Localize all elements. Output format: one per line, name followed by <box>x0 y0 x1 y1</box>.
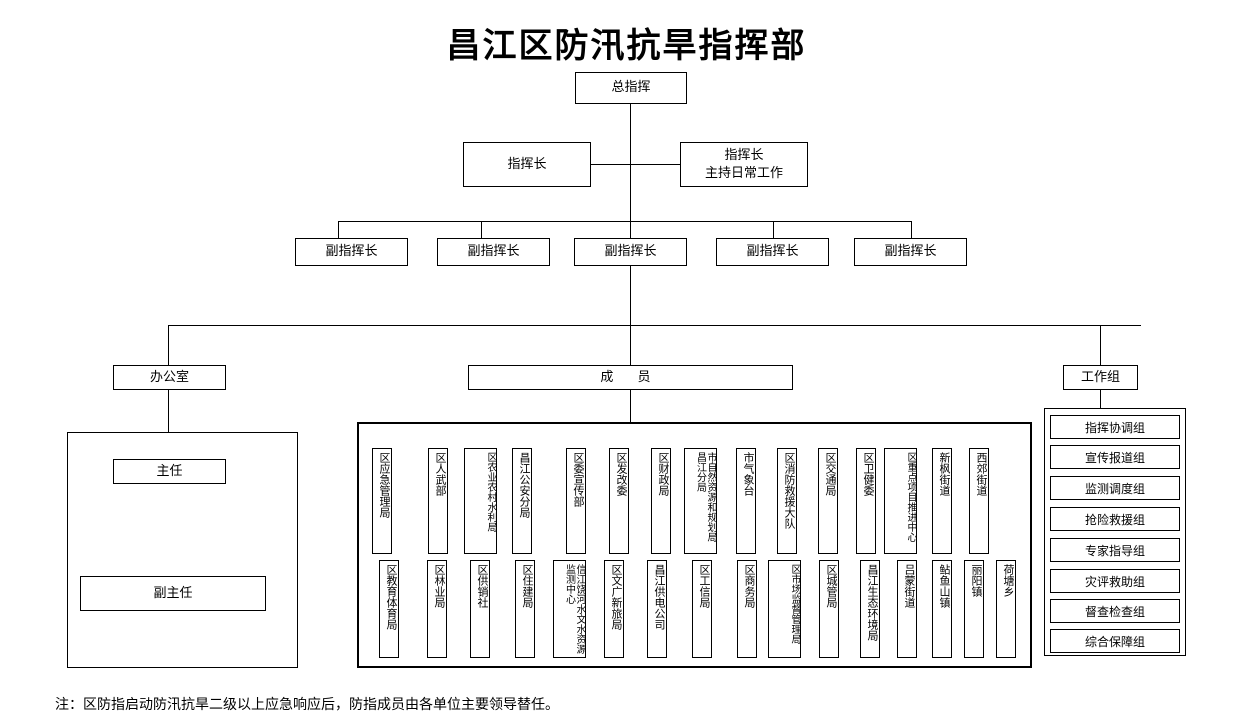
member-cell-r1-4[interactable]: 昌江公安分局 <box>512 448 532 554</box>
connector-section-leg-office <box>168 325 169 365</box>
box-deputy-1[interactable]: 副指挥长 <box>295 238 408 266</box>
box-deputy-3[interactable]: 副指挥长 <box>574 238 687 266</box>
workgroup-item-3[interactable]: 监测调度组 <box>1050 476 1180 500</box>
member-cell-r1-11[interactable]: 区交通局 <box>818 448 838 554</box>
section-header-office[interactable]: 办公室 <box>113 365 226 390</box>
connector-section-leg-members <box>630 325 631 365</box>
connector-chiefs-horizontal <box>591 164 680 165</box>
member-cell-r2-5[interactable]: 信江饶河水文水资源监测中心 <box>553 560 586 658</box>
connector-section-leg-workgroup <box>1100 325 1101 365</box>
connector-deputy-leg-2 <box>481 221 482 238</box>
connector-deputy-leg-5 <box>911 221 912 238</box>
member-cell-r2-7[interactable]: 昌江供电公司 <box>647 560 667 658</box>
workgroup-item-1[interactable]: 指挥协调组 <box>1050 415 1180 439</box>
member-cell-r2-2[interactable]: 区林业局 <box>427 560 447 658</box>
member-cell-r2-14[interactable]: 鲇鱼山镇 <box>932 560 952 658</box>
member-cell-r1-3[interactable]: 区农业农村水利局 <box>464 448 497 554</box>
member-cell-r1-8[interactable]: 市自然资源和规划局昌江分局 <box>684 448 717 554</box>
connector-deputy-leg-4 <box>773 221 774 238</box>
connector-commander-vertical <box>630 104 631 221</box>
box-deputy-5[interactable]: 副指挥长 <box>854 238 967 266</box>
connector-deputy-leg-1 <box>338 221 339 238</box>
workgroup-item-2[interactable]: 宣传报道组 <box>1050 445 1180 469</box>
member-cell-r1-13[interactable]: 区重点项目推进中心 <box>884 448 917 554</box>
member-cell-r2-6[interactable]: 区文广新旅局 <box>604 560 624 658</box>
member-cell-r2-8[interactable]: 区工信局 <box>692 560 712 658</box>
connector-office-drop <box>168 390 169 432</box>
page-title: 昌江区防汛抗旱指挥部 <box>446 26 807 66</box>
member-cell-r1-6[interactable]: 区发改委 <box>609 448 629 554</box>
chief-right-line2: 主持日常工作 <box>704 165 783 181</box>
box-deputy-4[interactable]: 副指挥长 <box>716 238 829 266</box>
workgroup-item-4[interactable]: 抢险救援组 <box>1050 507 1180 531</box>
chief-right-line1: 指挥长 <box>724 147 764 163</box>
workgroup-item-6[interactable]: 灾评救助组 <box>1050 569 1180 593</box>
workgroup-item-5[interactable]: 专家指导组 <box>1050 538 1180 562</box>
box-office-deputy-director[interactable]: 副主任 <box>80 576 266 611</box>
member-cell-r2-9[interactable]: 区商务局 <box>737 560 757 658</box>
connector-members-drop <box>630 390 631 422</box>
member-cell-r1-7[interactable]: 区财政局 <box>651 448 671 554</box>
box-commander[interactable]: 总指挥 <box>575 72 687 104</box>
workgroup-item-8[interactable]: 综合保障组 <box>1050 629 1180 653</box>
connector-deputy-bus <box>338 221 911 222</box>
member-cell-r2-12[interactable]: 昌江生态环境局 <box>860 560 880 658</box>
member-cell-r2-16[interactable]: 荷塘乡 <box>996 560 1016 658</box>
member-cell-r1-2[interactable]: 区人武部 <box>428 448 448 554</box>
connector-workgroup-drop <box>1100 390 1101 408</box>
member-cell-r2-13[interactable]: 吕蒙街道 <box>897 560 917 658</box>
box-office-director[interactable]: 主任 <box>113 459 226 484</box>
member-cell-r2-15[interactable]: 丽阳镇 <box>964 560 984 658</box>
member-cell-r1-9[interactable]: 市气象台 <box>736 448 756 554</box>
member-cell-r1-14[interactable]: 新枫街道 <box>932 448 952 554</box>
member-cell-r2-4[interactable]: 区住建局 <box>515 560 535 658</box>
member-cell-r1-10[interactable]: 区消防救援大队 <box>777 448 797 554</box>
box-chief-commander-left[interactable]: 指挥长 <box>463 142 591 187</box>
box-chief-commander-right[interactable]: 指挥长 主持日常工作 <box>680 142 808 187</box>
section-header-workgroup[interactable]: 工作组 <box>1063 365 1138 390</box>
connector-deputy-leg-3 <box>630 221 631 238</box>
box-deputy-2[interactable]: 副指挥长 <box>437 238 550 266</box>
member-cell-r1-15[interactable]: 西郊街道 <box>969 448 989 554</box>
member-cell-r2-10[interactable]: 区市场监督管理局 <box>768 560 801 658</box>
member-cell-r2-3[interactable]: 区供销社 <box>470 560 490 658</box>
member-cell-r1-1[interactable]: 区应急管理局 <box>372 448 392 554</box>
member-cell-r2-11[interactable]: 区城管局 <box>819 560 839 658</box>
connector-trunk-to-sections <box>630 266 631 325</box>
workgroup-item-7[interactable]: 督查检查组 <box>1050 599 1180 623</box>
member-cell-r2-1[interactable]: 区教育体育局 <box>379 560 399 658</box>
section-header-members[interactable]: 成 员 <box>468 365 793 390</box>
member-cell-r1-12[interactable]: 区卫健委 <box>856 448 876 554</box>
footer-note: 注：区防指启动防汛抗旱二级以上应急响应后，防指成员由各单位主要领导替任。 <box>55 697 559 713</box>
connector-section-bus <box>168 325 1141 326</box>
member-cell-r1-5[interactable]: 区委宣传部 <box>566 448 586 554</box>
